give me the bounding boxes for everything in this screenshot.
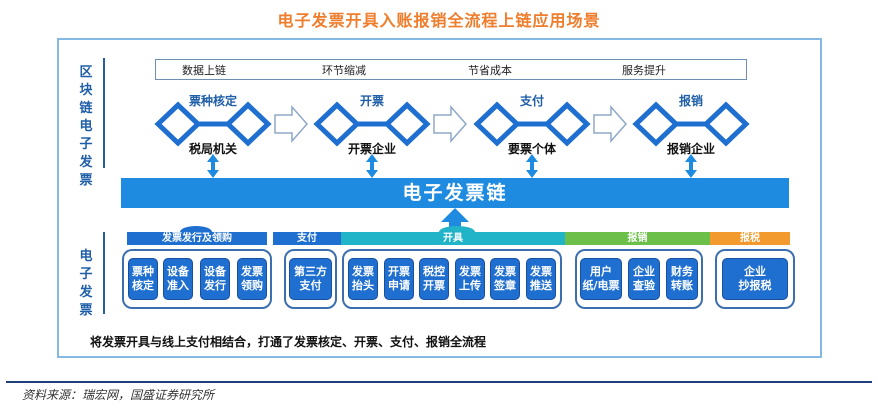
chain-bar: 电子发票链 bbox=[121, 178, 789, 208]
link-arrow bbox=[366, 154, 378, 178]
source-note: 资料来源：瑞宏网，国盛证券研究所 bbox=[22, 388, 215, 402]
side-label-top: 区块链电子发票 bbox=[79, 65, 93, 188]
stage-actor: 税局机关 bbox=[188, 142, 237, 156]
process-box: 设备 准入 bbox=[163, 258, 193, 300]
process-box: 发票 抬头 bbox=[348, 258, 378, 300]
side-divider-bottom bbox=[103, 232, 105, 314]
process-box: 企业 抄报税 bbox=[722, 258, 788, 300]
stage-diamond-pair bbox=[317, 105, 427, 143]
side-divider-top bbox=[103, 58, 105, 168]
flow-arrow bbox=[593, 105, 628, 143]
process-box: 企业 查验 bbox=[628, 258, 660, 300]
category-bar: 报税 bbox=[710, 232, 790, 245]
stage-actor: 开票企业 bbox=[347, 142, 396, 156]
group-issuing bbox=[342, 249, 562, 309]
process-box: 票种 核定 bbox=[128, 258, 158, 300]
process-box: 用户 纸/电票 bbox=[580, 258, 622, 300]
process-box: 开票 申请 bbox=[384, 258, 414, 300]
stage-diamond-pair bbox=[158, 105, 268, 143]
process-box: 第三方 支付 bbox=[289, 258, 332, 300]
summary-text: 将发票开具与线上支付相结合，打通了发票核定、开票、支付、报销全流程 bbox=[90, 335, 487, 349]
benefit-label: 环节缩减 bbox=[322, 64, 366, 77]
process-box: 发票 推送 bbox=[526, 258, 556, 300]
benefit-label: 服务提升 bbox=[622, 64, 666, 77]
category-bar: 报销 bbox=[565, 232, 710, 245]
link-arrow bbox=[207, 154, 219, 178]
stage-name: 支付 bbox=[519, 94, 544, 108]
flow-arrow bbox=[274, 105, 309, 143]
link-arrow bbox=[526, 154, 538, 178]
process-box: 财务 转账 bbox=[666, 258, 698, 300]
stage-name: 票种核定 bbox=[188, 94, 237, 108]
stage-actor: 报销企业 bbox=[666, 142, 715, 156]
process-box: 税控 开票 bbox=[419, 258, 449, 300]
process-box: 发票 领购 bbox=[237, 258, 267, 300]
process-box: 发票 签章 bbox=[490, 258, 520, 300]
upload-arrow bbox=[441, 208, 469, 230]
stage-name: 开票 bbox=[359, 94, 384, 108]
benefit-label: 节省成本 bbox=[468, 64, 512, 77]
link-arrow bbox=[685, 154, 697, 178]
stage-name: 报销 bbox=[678, 94, 703, 108]
category-bar: 发票发行及领购 bbox=[127, 232, 267, 245]
process-box: 发票 上传 bbox=[455, 258, 485, 300]
benefits-bar bbox=[155, 59, 747, 80]
process-box: 设备 发行 bbox=[200, 258, 230, 300]
stage-diamond-pair bbox=[636, 105, 746, 143]
flow-arrow bbox=[433, 105, 468, 143]
category-bar: 支付 bbox=[273, 232, 341, 245]
source-divider bbox=[6, 381, 872, 383]
benefit-label: 数据上链 bbox=[182, 64, 226, 77]
category-bar: 开具 bbox=[341, 232, 565, 245]
side-label-bottom: 电子发票 bbox=[79, 249, 93, 318]
stage-diamond-pair bbox=[477, 105, 587, 143]
diagram-title: 电子发票开具入账报销全流程上链应用场景 bbox=[277, 11, 601, 30]
stage-actor: 要票个体 bbox=[507, 142, 556, 156]
